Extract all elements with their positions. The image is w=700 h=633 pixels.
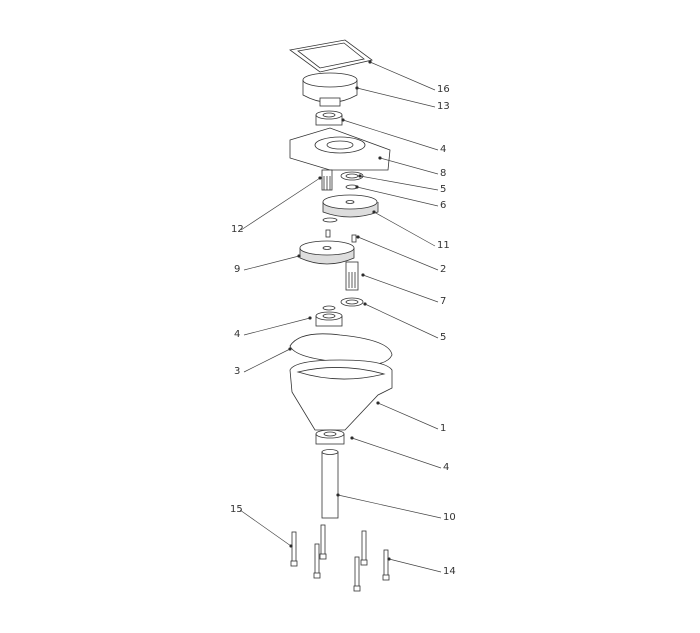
callout-label-c16: 16 [437, 84, 450, 95]
part-9-gear [299, 240, 355, 265]
washer [322, 217, 338, 223]
callout-label-c2: 2 [440, 264, 447, 275]
callout-label-c9: 9 [234, 264, 241, 275]
part-5-bearing-top [340, 171, 364, 181]
callout-label-c4a: 4 [440, 144, 447, 155]
bolts [290, 524, 390, 592]
callout-label-c4b: 4 [234, 329, 241, 340]
callout-label-c11: 11 [437, 240, 450, 251]
callout-label-c1: 1 [440, 423, 447, 434]
washer-lower [322, 305, 336, 311]
part-8-gear-housing-cover [289, 127, 391, 171]
part-11-gear [322, 194, 379, 218]
part-7-shaft-pinion [345, 261, 359, 291]
part-3-gasket [289, 333, 393, 366]
part-1-main-housing [289, 359, 393, 431]
callout-label-c13: 13 [437, 101, 450, 112]
part-10-output-shaft [321, 449, 339, 519]
callout-label-c15: 15 [230, 504, 243, 515]
callout-label-c10: 10 [443, 512, 456, 523]
callout-label-c12: 12 [231, 224, 244, 235]
callout-label-c4c: 4 [443, 462, 450, 473]
part-16-gasket [289, 39, 373, 73]
part-12-pinion [321, 169, 333, 191]
callout-label-c6: 6 [440, 200, 447, 211]
callout-label-c7: 7 [440, 296, 447, 307]
callout-label-c8: 8 [440, 168, 447, 179]
callout-label-c14: 14 [443, 566, 456, 577]
part-5-bearing-lower [340, 297, 364, 307]
part-4-bearing-top [315, 110, 343, 126]
part-13-cup [302, 72, 358, 107]
callout-label-c5a: 5 [440, 184, 447, 195]
part-4-bearing-bottom [315, 429, 345, 445]
leader-lines [239, 60, 442, 573]
callout-label-c5b: 5 [440, 332, 447, 343]
part-4-bearing-mid [315, 311, 343, 327]
callout-label-c3: 3 [234, 366, 241, 377]
pin [325, 229, 331, 238]
part-2-pin [351, 234, 357, 243]
